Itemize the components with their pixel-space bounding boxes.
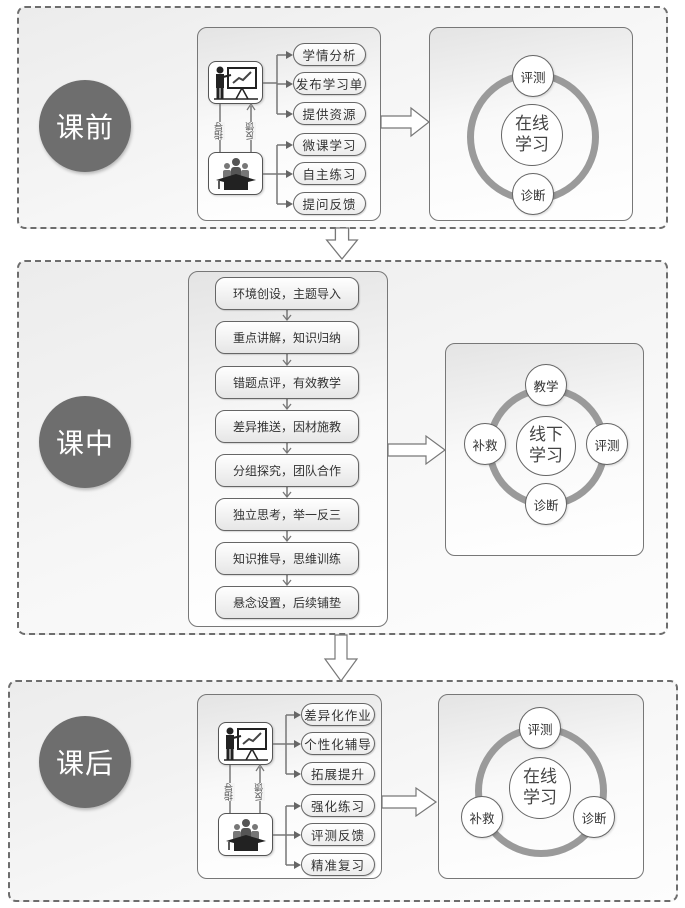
in-cycle-panel: 线下学习 教学 评测 诊断 补救 xyxy=(445,343,644,556)
guide-label: 指导 xyxy=(215,122,225,140)
down-arrowhead-icon xyxy=(282,535,292,543)
teaching-step: 重点讲解，知识归纳 xyxy=(215,321,359,354)
teacher-action: 提供资源 xyxy=(293,102,366,125)
cycle-node-diagnose: 诊断 xyxy=(512,173,554,215)
students-box xyxy=(208,152,263,195)
student-action: 提问反馈 xyxy=(293,192,366,215)
down-arrowhead-icon xyxy=(282,314,292,322)
teaching-step: 差异推送，因材施教 xyxy=(215,410,359,443)
right-arrow-icon xyxy=(387,434,447,466)
down-arrowhead-icon xyxy=(282,359,292,367)
teacher-action: 拓展提升 xyxy=(301,762,375,785)
feedback-label: 反馈 xyxy=(255,783,265,801)
student-action: 自主练习 xyxy=(293,162,366,185)
students-box xyxy=(218,813,273,856)
down-arrowhead-icon xyxy=(282,579,292,587)
cycle-node-diagnose: 诊断 xyxy=(525,483,567,525)
post-cycle-panel: 在线学习 评测 诊断 补救 xyxy=(438,694,644,879)
teaching-step: 知识推导，思维训练 xyxy=(215,542,359,575)
phase-in-class: 课中 xyxy=(39,396,131,488)
teaching-step: 分组探究，团队合作 xyxy=(215,454,359,487)
phase-pre-class: 课前 xyxy=(39,80,131,172)
step-connectors xyxy=(282,310,292,587)
cycle-node-assess: 评测 xyxy=(586,423,628,465)
teacher-box xyxy=(218,722,273,765)
teaching-step: 错题点评，有效教学 xyxy=(215,366,359,399)
section-in-class: 课中 环境创设，主题导入 重点讲解，知识归纳 错题点评，有效教学 差异推送，因材… xyxy=(17,260,668,635)
section-post-class: 课后 xyxy=(8,680,678,902)
cycle-center: 在线学习 xyxy=(509,757,571,819)
student-graduation-icon xyxy=(225,818,266,851)
teacher-presentation-icon xyxy=(213,66,258,100)
student-graduation-icon xyxy=(215,157,256,190)
feedback-label: 反馈 xyxy=(246,122,256,140)
down-arrow-icon xyxy=(325,227,359,261)
cycle-node-remedy: 补救 xyxy=(461,796,503,838)
cycle-node-teach: 教学 xyxy=(525,364,567,406)
right-arrow-icon xyxy=(381,786,438,818)
teacher-action: 个性化辅导 xyxy=(301,732,375,755)
post-actions-panel: 指导 反馈 差异化作业 个性化辅导 拓展提升 强化练习 评测反馈 精准复习 xyxy=(197,694,382,879)
pre-actions-panel: 指导 反馈 学情分析 发布学习单 提供资源 微课学习 自主练习 提问反馈 xyxy=(197,27,381,221)
student-action: 微课学习 xyxy=(293,133,366,156)
cycle-node-assess: 评测 xyxy=(512,55,554,97)
student-action: 精准复习 xyxy=(301,853,375,876)
teacher-box xyxy=(208,61,263,104)
cycle-center: 在线学习 xyxy=(501,104,563,166)
teaching-step: 悬念设置，后续铺垫 xyxy=(215,586,359,619)
down-arrow-icon xyxy=(323,634,359,683)
teacher-action: 学情分析 xyxy=(293,43,366,66)
pre-connectors xyxy=(219,51,293,208)
cycle-node-assess: 评测 xyxy=(519,707,561,749)
teaching-step: 独立思考，举一反三 xyxy=(215,498,359,531)
section-pre-class: 课前 xyxy=(17,6,668,229)
pre-cycle-panel: 在线学习 评测 诊断 xyxy=(429,27,633,221)
down-arrowhead-icon xyxy=(282,403,292,411)
student-action: 评测反馈 xyxy=(301,823,375,846)
down-arrowhead-icon xyxy=(282,491,292,499)
right-arrow-icon xyxy=(380,106,430,138)
down-arrowhead-icon xyxy=(282,447,292,455)
phase-post-class: 课后 xyxy=(39,716,131,808)
teacher-presentation-icon xyxy=(223,727,268,761)
teacher-action: 差异化作业 xyxy=(301,703,375,726)
teacher-action: 发布学习单 xyxy=(293,72,366,95)
student-action: 强化练习 xyxy=(301,794,375,817)
cycle-node-remedy: 补救 xyxy=(464,423,506,465)
in-steps-panel: 环境创设，主题导入 重点讲解，知识归纳 错题点评，有效教学 差异推送，因材施教 … xyxy=(188,271,388,627)
cycle-node-diagnose: 诊断 xyxy=(573,796,615,838)
teaching-step: 环境创设，主题导入 xyxy=(215,277,359,310)
guide-label: 指导 xyxy=(225,783,235,801)
cycle-center: 线下学习 xyxy=(516,416,576,476)
